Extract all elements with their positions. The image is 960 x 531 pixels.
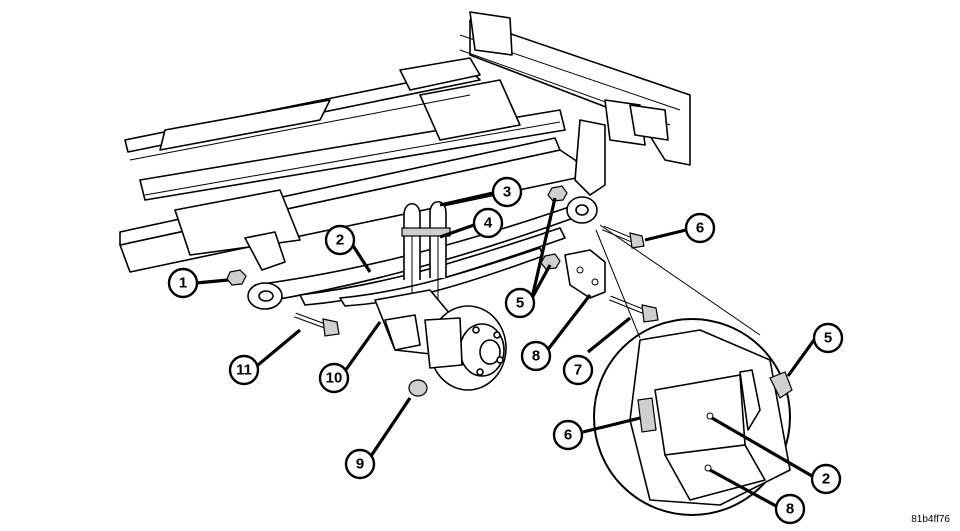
callout-7: 7 (562, 354, 594, 386)
callout-7-label: 7 (574, 362, 582, 379)
callout-11-label: 11 (236, 362, 252, 379)
small-parts (226, 185, 659, 397)
callout-8-label: 8 (532, 348, 540, 365)
callout-1-label: 1 (179, 275, 187, 292)
bumper-9 (408, 379, 428, 397)
callout-8-detail-label: 8 (786, 501, 794, 518)
callout-6-detail-label: 6 (564, 427, 572, 444)
callout-6: 6 (684, 212, 716, 244)
callouts: 1 2 3 4 5 6 7 8 (167, 176, 844, 525)
leader-lines (195, 191, 816, 508)
callout-4-label: 4 (484, 215, 493, 232)
detail-view (593, 224, 793, 516)
callout-5-detail: 5 (812, 322, 844, 354)
callout-2-label: 2 (336, 232, 344, 249)
callout-6-label: 6 (696, 220, 704, 237)
callout-10: 10 (318, 362, 350, 394)
bolt-11 (294, 312, 340, 337)
callout-4: 4 (472, 207, 504, 239)
callout-9-label: 9 (356, 456, 364, 473)
callout-2-detail-label: 2 (822, 471, 830, 488)
image-code: 81b4ff76 (911, 514, 950, 525)
callout-11: 11 (228, 354, 260, 386)
callout-2-detail: 2 (810, 463, 842, 495)
bolt-7 (609, 295, 659, 323)
callout-6-detail: 6 (552, 419, 584, 451)
callout-5: 5 (504, 287, 536, 319)
callout-8: 8 (520, 340, 552, 372)
callout-3-label: 3 (503, 184, 511, 201)
callout-5-label: 5 (516, 295, 524, 312)
callout-5-detail-label: 5 (824, 330, 832, 347)
shackle-8 (564, 249, 606, 299)
nut-1 (226, 269, 247, 286)
vehicle-frame (119, 11, 691, 273)
callout-3: 3 (491, 176, 523, 208)
nut-5-upper (547, 185, 568, 202)
callout-9: 9 (344, 448, 376, 480)
callout-2: 2 (324, 224, 356, 256)
callout-10-label: 10 (326, 370, 343, 387)
callout-1: 1 (167, 267, 199, 299)
axle-hub-assembly (374, 289, 507, 391)
callout-8-detail: 8 (774, 493, 806, 525)
